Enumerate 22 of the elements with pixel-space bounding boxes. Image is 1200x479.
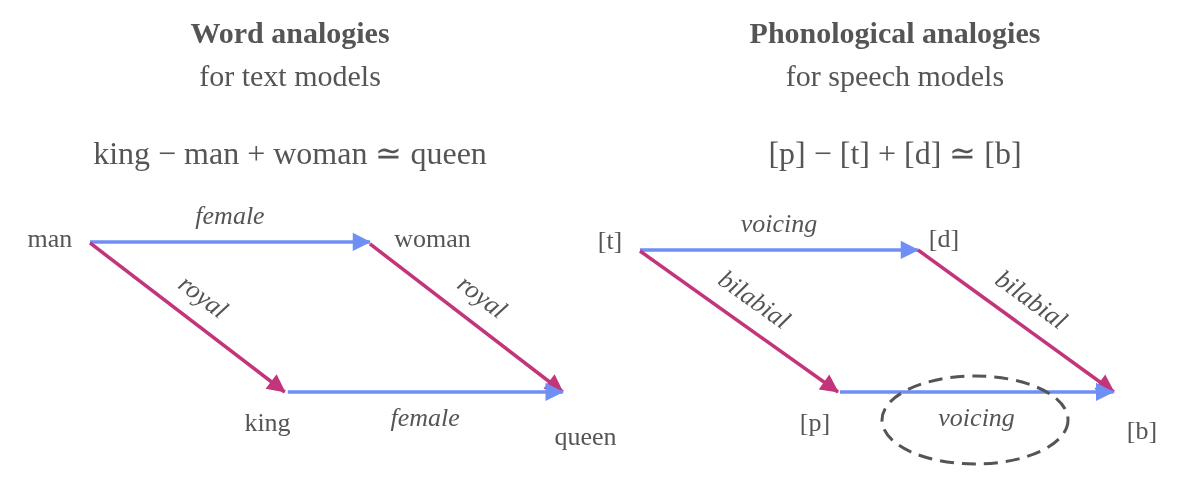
node-label: [b] (1126, 418, 1158, 444)
arrow (88, 241, 286, 394)
arrow (287, 382, 564, 402)
heading: Word analogies (190, 18, 390, 48)
node-label: [t] (597, 228, 623, 257)
node-label: man (27, 226, 73, 255)
node-label: [p] (799, 410, 831, 436)
node-label: king (244, 410, 291, 436)
node-label: woman (394, 226, 471, 255)
heading: for speech models (785, 61, 1005, 91)
heading: Phonological analogies (749, 18, 1041, 48)
equation: king − man + woman ≃ queen (93, 137, 487, 169)
arrow (916, 248, 1115, 394)
arrow (368, 242, 564, 394)
arrow (840, 382, 1115, 402)
arrow (90, 232, 371, 252)
arrow (639, 249, 839, 394)
equation: [p] − [t] + [d] ≃ [b] (768, 137, 1022, 169)
arrow (640, 240, 919, 260)
node-label: [d] (928, 226, 960, 255)
heading: for text models (199, 61, 381, 91)
node-label: queen (554, 424, 617, 450)
